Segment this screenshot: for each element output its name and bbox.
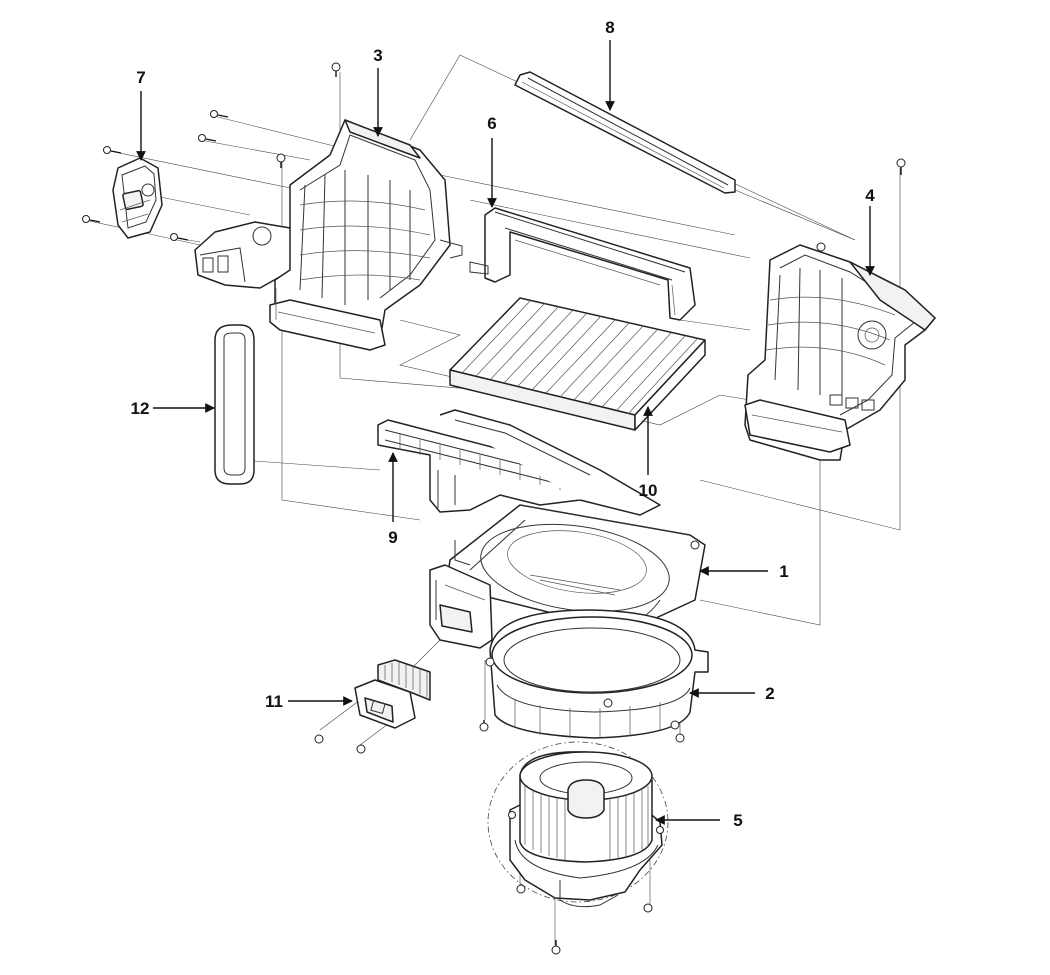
screw-icon	[643, 903, 653, 913]
screw-icon	[479, 720, 489, 732]
part-9-duct-bracket	[377, 409, 661, 516]
callout-6-label: 6	[487, 114, 496, 133]
screw-icon	[516, 884, 526, 894]
part-2-lower-blower-case	[485, 609, 709, 739]
callout-7-label: 7	[136, 68, 145, 87]
callout-10-label: 10	[639, 481, 658, 500]
screw-icon	[314, 734, 324, 744]
callout-3: 3	[373, 46, 383, 137]
part-4-intake-case-right	[744, 244, 936, 461]
part-8-seal-strip	[514, 71, 736, 194]
screw-icon	[198, 134, 217, 142]
callout-4: 4	[865, 186, 875, 276]
callout-11: 11	[265, 692, 353, 711]
part-7-actuator	[112, 157, 163, 239]
part-1-upper-blower-case	[429, 504, 706, 649]
screw-icon	[210, 110, 229, 118]
screw-icon	[276, 153, 286, 168]
callout-1: 1	[699, 562, 789, 581]
motor-phantom-outline	[487, 741, 669, 903]
callout-1-label: 1	[779, 562, 788, 581]
callout-9: 9	[388, 452, 398, 547]
screws	[82, 62, 906, 955]
callout-12: 12	[131, 399, 215, 418]
part-5-blower-motor	[508, 751, 664, 908]
screw-icon	[103, 146, 122, 154]
callout-12-label: 12	[131, 399, 150, 418]
callout-8: 8	[605, 18, 615, 111]
callout-4-label: 4	[865, 186, 875, 205]
blower-fan-blades	[524, 785, 649, 860]
screw-icon	[331, 62, 341, 77]
callout-9-label: 9	[388, 528, 397, 547]
callout-10: 10	[639, 406, 658, 500]
screw-icon	[356, 744, 366, 754]
callout-2: 2	[689, 684, 775, 703]
callout-8-label: 8	[605, 18, 614, 37]
callout-2-label: 2	[765, 684, 774, 703]
part-11-resistor	[354, 659, 431, 729]
part-6-filter-frame	[469, 207, 696, 321]
screw-icon	[82, 215, 101, 223]
callout-3-label: 3	[373, 46, 382, 65]
screw-icon	[170, 233, 189, 241]
part-12-gasket	[214, 324, 255, 485]
part-3-intake-case	[194, 119, 463, 351]
screw-icon	[675, 733, 685, 743]
callout-11-label: 11	[265, 692, 283, 711]
callout-5-label: 5	[733, 811, 742, 830]
callouts: 3 7 8 6 4 12 10 9	[131, 18, 876, 830]
callout-7: 7	[136, 68, 146, 161]
screw-icon	[551, 940, 561, 955]
screw-icon	[896, 158, 906, 175]
callout-6: 6	[487, 114, 497, 208]
part-10-filter-element	[449, 297, 706, 431]
callout-5: 5	[655, 811, 743, 830]
screw-icon	[816, 242, 826, 252]
filter-pleats	[461, 299, 698, 415]
